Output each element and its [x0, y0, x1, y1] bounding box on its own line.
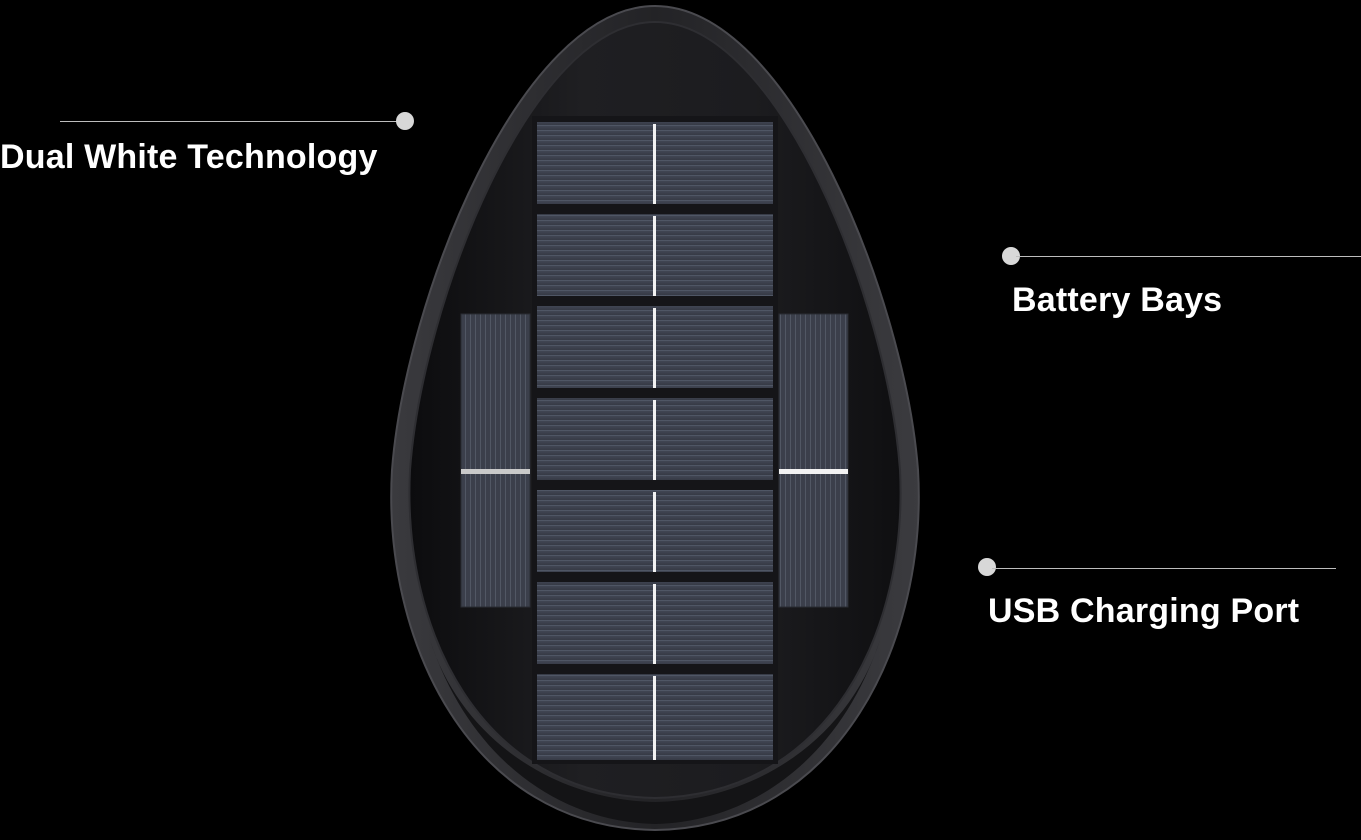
dual-white-marker-dot[interactable] — [396, 112, 414, 130]
battery-bays-leader-line — [1016, 256, 1361, 257]
dual-white-technology-label: Dual White Technology — [0, 138, 378, 176]
battery-bays-marker-dot[interactable] — [1002, 247, 1020, 265]
left-side-panel — [460, 313, 531, 608]
usb-port-marker-dot[interactable] — [978, 558, 996, 576]
usb-charging-port-label: USB Charging Port — [988, 592, 1300, 630]
dual-white-leader-line — [60, 121, 400, 122]
usb-port-leader-line — [992, 568, 1336, 569]
right-side-panel — [778, 313, 849, 608]
device-bottom-lip — [430, 640, 880, 824]
main-bus-bars — [653, 124, 656, 760]
battery-bays-label: Battery Bays — [1012, 281, 1223, 319]
